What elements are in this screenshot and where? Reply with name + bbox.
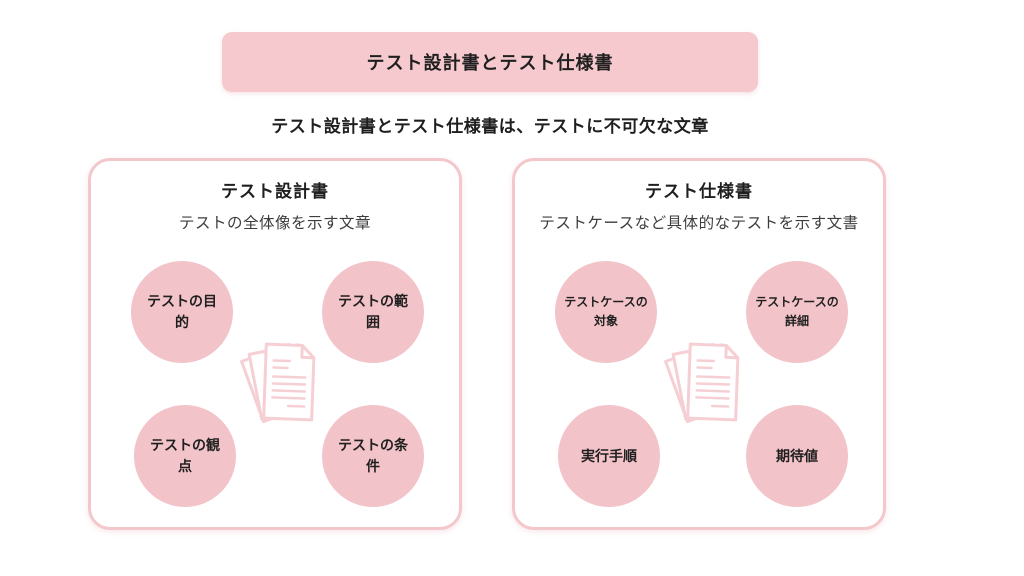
- document-stack-icon: [240, 342, 316, 424]
- panel-description: テストの全体像を示す文章: [178, 215, 371, 232]
- circle-testcase-detail: テストケースの 詳細: [746, 261, 848, 363]
- diagram-subtitle: テスト設計書とテスト仕様書は、テストに不可欠な文章: [271, 117, 709, 136]
- circle-test-scope: テストの範 囲: [322, 261, 424, 363]
- panel-test-spec-doc: テスト仕様書 テストケースなど具体的なテストを示す文書 テストケースの 対象 テ…: [512, 158, 886, 530]
- circle-test-viewpoint: テストの観 点: [134, 405, 236, 507]
- circle-testcase-target: テストケースの 対象: [555, 261, 657, 363]
- document-stack-icon: [664, 342, 740, 424]
- panel-test-design-doc: テスト設計書 テストの全体像を示す文章 テストの目 的 テストの範 囲 テストの…: [88, 158, 462, 530]
- circle-test-purpose: テストの目 的: [131, 261, 233, 363]
- panel-title: テスト仕様書: [645, 182, 753, 201]
- diagram-title-box: テスト設計書とテスト仕様書: [222, 32, 758, 92]
- panel-description: テストケースなど具体的なテストを示す文書: [539, 215, 859, 232]
- circle-execution-steps: 実行手順: [558, 405, 660, 507]
- circle-test-condition: テストの条 件: [322, 405, 424, 507]
- circle-expected-value: 期待値: [746, 405, 848, 507]
- diagram-title: テスト設計書とテスト仕様書: [366, 53, 614, 73]
- panel-title: テスト設計書: [221, 182, 329, 201]
